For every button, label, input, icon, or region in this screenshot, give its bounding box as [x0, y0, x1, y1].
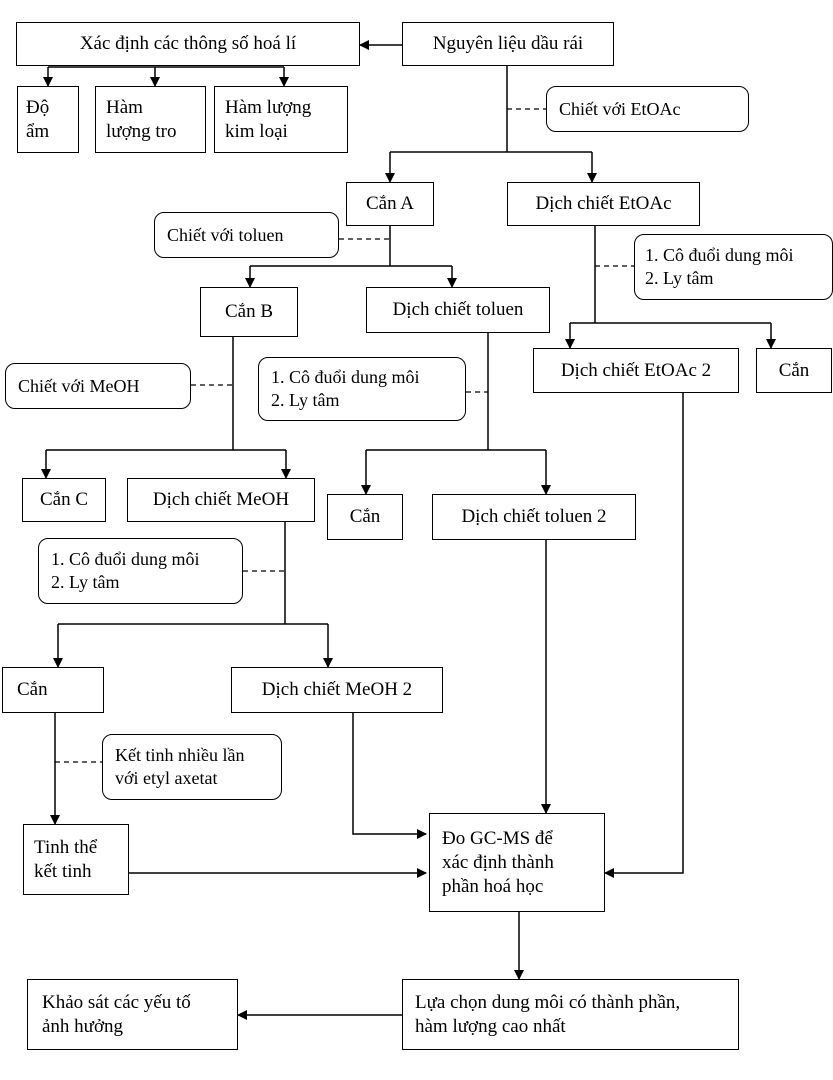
node-meoh-extract-2: Dịch chiết MeOH 2	[231, 667, 443, 713]
note-extract-toluene: Chiết với toluen	[154, 212, 339, 258]
node-raw-material: Nguyên liệu dầu rái	[402, 22, 614, 66]
note-recrystallize: Kết tinh nhiều lần với etyl axetat	[102, 734, 282, 800]
node-gcms: Đo GC-MS để xác định thành phần hoá học	[429, 813, 605, 912]
note-evaporate-etoac: 1. Cô đuổi dung môi 2. Ly tâm	[634, 234, 833, 300]
node-etoac-extract-2: Dịch chiết EtOAc 2	[533, 348, 739, 393]
note-extract-meoh: Chiết với MeOH	[5, 363, 191, 409]
node-meoh-extract: Dịch chiết MeOH	[127, 478, 315, 522]
node-residue-a: Cắn A	[346, 182, 434, 226]
note-evaporate-meoh: 1. Cô đuổi dung môi 2. Ly tâm	[38, 538, 243, 604]
node-physchem: Xác định các thông số hoá lí	[16, 22, 360, 66]
node-residue-meoh: Cắn	[2, 667, 104, 713]
node-crystals: Tinh thể kết tinh	[23, 824, 129, 895]
node-survey: Khảo sát các yếu tố ảnh hưởng	[27, 979, 238, 1050]
arrow-meoh2-to-gcms	[352, 713, 427, 839]
arrow-etoac2-to-gcms	[604, 393, 684, 878]
node-toluene-extract: Dịch chiết toluen	[366, 287, 550, 333]
note-evaporate-toluene: 1. Cô đuổi dung môi 2. Ly tâm	[258, 357, 466, 421]
node-ash: Hàm lượng tro	[95, 86, 206, 153]
node-moisture: Độ ẩm	[17, 86, 79, 153]
node-residue-etoac: Cắn	[756, 348, 832, 393]
node-choose-solvent: Lựa chọn dung môi có thành phần, hàm lượ…	[402, 979, 739, 1050]
node-residue-b: Cắn B	[200, 287, 298, 337]
node-etoac-extract: Dịch chiết EtOAc	[507, 182, 700, 226]
node-residue-c: Cắn C	[22, 478, 106, 522]
node-toluene-extract-2: Dịch chiết toluen 2	[432, 494, 636, 540]
node-metal: Hàm lượng kim loại	[214, 86, 348, 153]
note-extract-etoac: Chiết với EtOAc	[546, 86, 749, 132]
node-residue-toluene: Cắn	[327, 494, 403, 540]
